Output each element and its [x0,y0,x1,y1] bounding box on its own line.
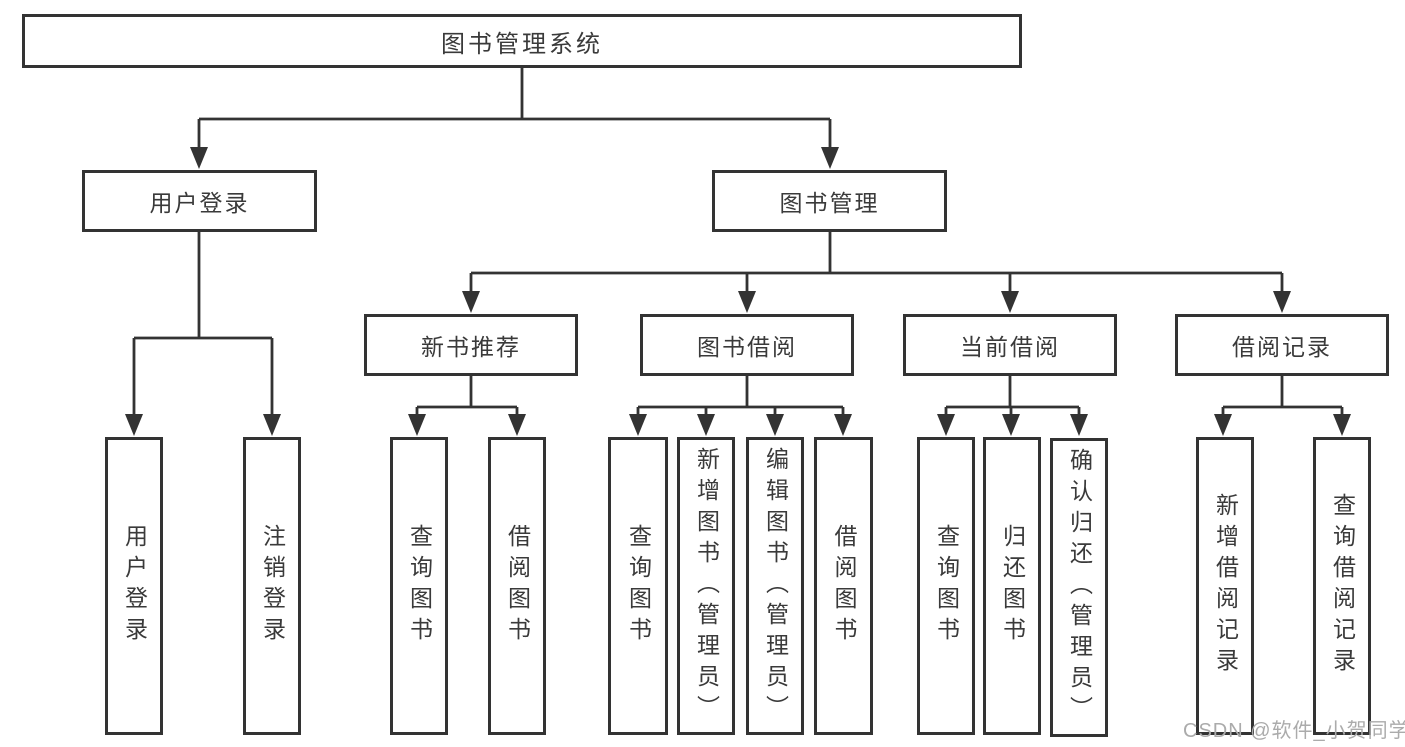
node-current-borrowing-label: 当前借阅 [960,334,1060,360]
node-query-books-borrowing-label: 查询图书 [625,524,652,648]
node-borrow-books-recommend: 借阅图书 [488,437,546,735]
node-add-books-admin-label: 新增图书（管理员） [693,446,720,726]
node-return-books-label: 归还图书 [999,524,1026,648]
node-user-login-group-label: 用户登录 [149,190,250,216]
node-edit-books-admin: 编辑图书（管理员） [746,437,804,735]
node-edit-books-admin-label: 编辑图书（管理员） [762,446,789,726]
node-book-borrowing: 图书借阅 [640,314,854,376]
node-borrow-books-recommend-label: 借阅图书 [504,524,531,648]
node-add-books-admin: 新增图书（管理员） [677,437,735,735]
arrowheads [125,147,1351,436]
node-borrowing-records: 借阅记录 [1175,314,1389,376]
node-borrow-books-borrowing: 借阅图书 [814,437,873,735]
node-query-borrow-record-label: 查询借阅记录 [1329,493,1356,679]
node-add-borrow-record: 新增借阅记录 [1196,437,1254,735]
node-query-books-recommend-label: 查询图书 [406,524,433,648]
node-query-books-current: 查询图书 [917,437,975,735]
node-confirm-return-admin: 确认归还（管理员） [1050,438,1108,737]
node-query-books-borrowing: 查询图书 [608,437,668,735]
node-new-book-recommendation-label: 新书推荐 [421,334,521,360]
node-user-login-label: 用户登录 [121,524,148,648]
node-logout-label: 注销登录 [259,524,286,648]
node-add-borrow-record-label: 新增借阅记录 [1212,493,1239,679]
node-user-login: 用户登录 [105,437,163,735]
node-query-books-current-label: 查询图书 [933,524,960,648]
node-borrow-books-borrowing-label: 借阅图书 [831,524,857,648]
node-book-borrowing-label: 图书借阅 [697,334,797,360]
node-borrowing-records-label: 借阅记录 [1232,334,1332,360]
node-user-login-group: 用户登录 [82,170,317,232]
node-query-borrow-record: 查询借阅记录 [1313,437,1371,735]
node-query-books-recommend: 查询图书 [390,437,448,735]
node-book-management-label: 图书管理 [779,190,880,216]
node-library-system: 图书管理系统 [22,14,1022,68]
node-confirm-return-admin-label: 确认归还（管理员） [1066,448,1093,727]
node-current-borrowing: 当前借阅 [903,314,1117,376]
node-new-book-recommendation: 新书推荐 [364,314,578,376]
csdn-watermark: CSDN @软件_小贺同学 [1183,720,1405,742]
node-book-management: 图书管理 [712,170,947,232]
node-return-books: 归还图书 [983,437,1041,735]
node-logout: 注销登录 [243,437,301,735]
node-library-system-label: 图书管理系统 [441,30,603,58]
